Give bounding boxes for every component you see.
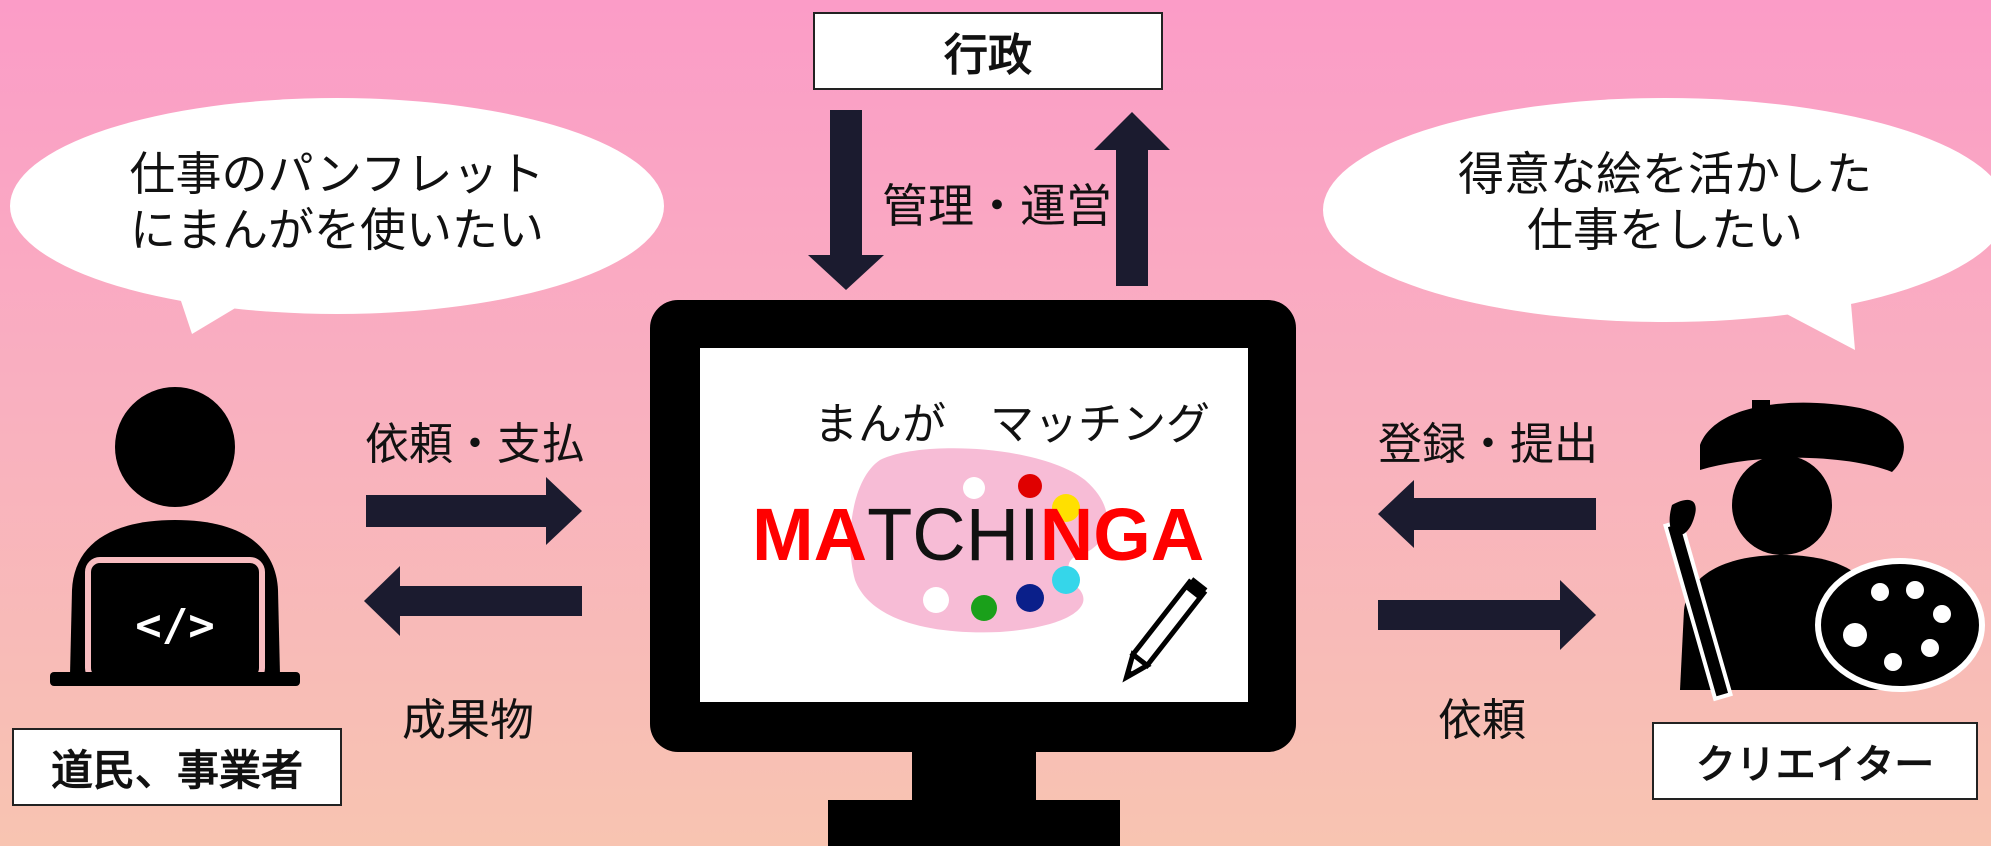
painter-artist-icon (1663, 400, 1985, 702)
svg-text:</>: </> (135, 600, 214, 651)
right-request-arrow (1378, 580, 1596, 650)
left-request-arrow (366, 477, 582, 545)
left-speech-bubble (10, 98, 664, 334)
citizen-business-label: 道民、事業者 (50, 745, 303, 795)
left-deliverable-arrow (364, 566, 582, 636)
right-bubble-text: 得意な絵を活かした 仕事をしたい (1340, 146, 1990, 258)
pencil-icon (1122, 577, 1208, 683)
admin-label: 管理・運営 (882, 179, 1112, 233)
palette-icon (850, 448, 1108, 633)
screen-tagline: まんが マッチング (814, 399, 1210, 450)
government-box: 行政 (813, 12, 1163, 90)
right-bubble-line-1: 得意な絵を活かした (1458, 147, 1872, 201)
matchinga-logo: MATCHINGA (752, 498, 1204, 572)
admin-up-arrow (1094, 112, 1170, 286)
right-bubble-line-2: 仕事をしたい (1527, 203, 1803, 258)
logo-part-ma: MA (752, 493, 868, 576)
code-laptop-user-icon: </> (50, 387, 300, 686)
left-bubble-line-2: にまんがを使いたい (130, 203, 544, 258)
logo-part-tchi: TCHI (867, 493, 1040, 576)
left-bubble-line-1: 仕事のパンフレット (129, 147, 545, 201)
right-speech-bubble (1323, 98, 1991, 350)
right-register-arrow (1378, 480, 1596, 548)
left-top-arrow-label: 依頼・支払 (365, 419, 585, 470)
government-label: 行政 (944, 30, 1032, 81)
left-bubble-text: 仕事のパンフレット にまんがを使いたい (40, 146, 634, 258)
left-bottom-arrow-label: 成果物 (402, 695, 534, 746)
creator-label: クリエイター (1695, 742, 1935, 788)
logo-part-nga: NGA (1039, 493, 1205, 576)
creator-box: クリエイター (1652, 722, 1978, 800)
admin-down-arrow (808, 110, 884, 290)
right-bottom-arrow-label: 依頼 (1438, 695, 1526, 746)
right-top-arrow-label: 登録・提出 (1378, 419, 1598, 470)
citizen-business-box: 道民、事業者 (12, 728, 342, 806)
